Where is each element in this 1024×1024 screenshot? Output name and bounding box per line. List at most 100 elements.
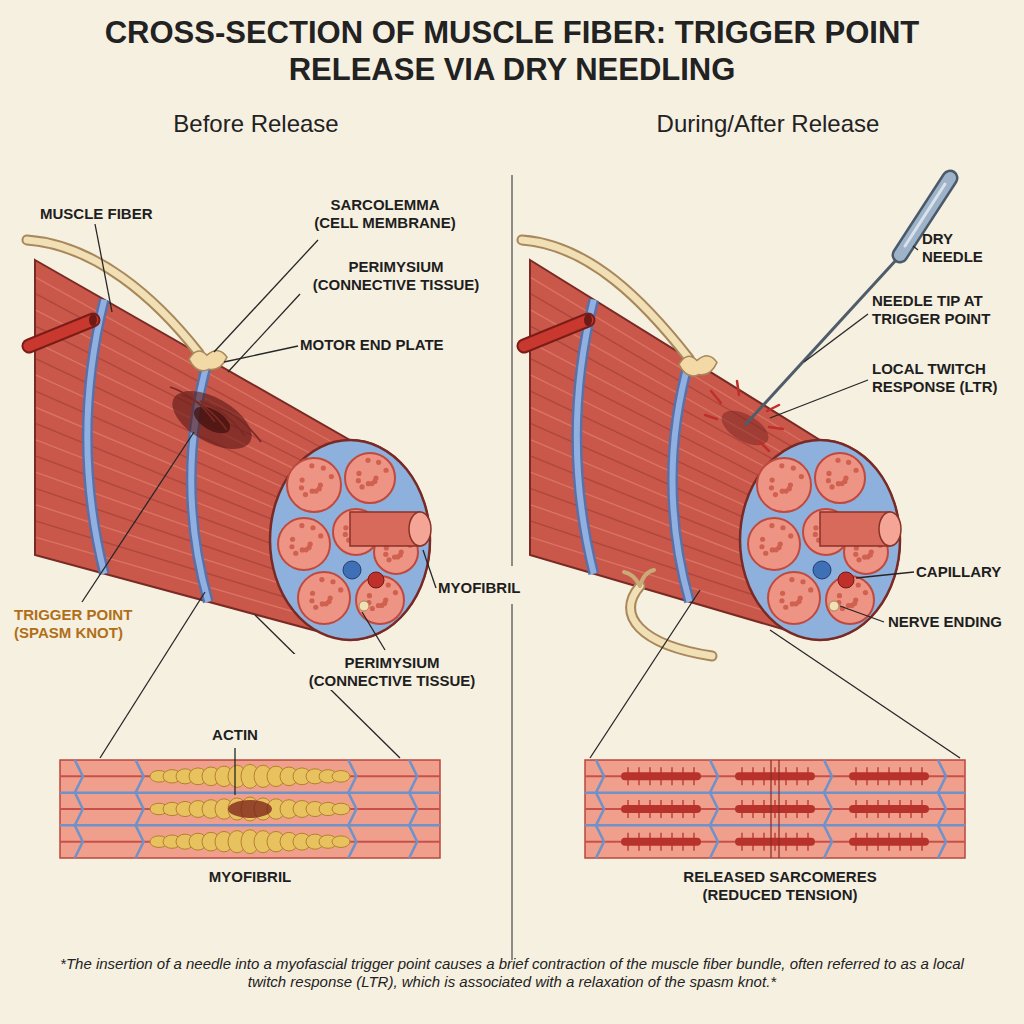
myofibril-dot: [376, 603, 381, 608]
myofibril-dot: [393, 590, 398, 595]
myofibril-dot: [788, 533, 793, 538]
cross-bridge: [752, 833, 753, 851]
z-line: [596, 760, 604, 793]
diagram-title: CROSS-SECTION OF MUSCLE FIBER: TRIGGER P…: [62, 14, 962, 88]
twitch-mark: [737, 381, 739, 395]
part-label: MOTOR END PLATE: [300, 336, 500, 354]
cross-bridge: [921, 767, 922, 785]
cross-bridge: [682, 833, 683, 851]
cross-bridge: [638, 767, 639, 785]
vein-section: [813, 561, 831, 579]
myofibril-dot: [799, 474, 804, 479]
twitch-mark: [705, 415, 717, 419]
myofibril-dot: [829, 484, 834, 489]
myofibril-dot: [780, 591, 785, 596]
myofibril-dot: [846, 460, 851, 465]
cross-bridge: [910, 800, 911, 818]
myofibril-dot: [835, 458, 840, 463]
myofibril-dot: [780, 525, 785, 530]
part-label: CAPILLARY: [916, 563, 1016, 581]
fascicle: [278, 518, 330, 570]
leader-lines: [82, 224, 960, 795]
cross-bridge: [649, 767, 650, 785]
needle-shaft: [745, 259, 897, 425]
leader-line: [913, 246, 918, 250]
myofibril-dot: [310, 591, 315, 596]
knot-wrinkle: [216, 407, 261, 442]
panel-heading: Before Release: [96, 110, 416, 139]
z-line: [75, 825, 83, 858]
leader-line: [214, 240, 318, 352]
myofibril-dot: [779, 598, 784, 603]
myofibril-dot: [321, 466, 326, 471]
z-line: [136, 825, 144, 858]
cross-bridge: [741, 800, 742, 818]
cross-bridge: [888, 800, 889, 818]
myofibril-dot: [783, 605, 788, 610]
myofibril-end: [409, 512, 431, 546]
leader-line: [840, 606, 884, 622]
fascicle: [757, 458, 811, 512]
myofibril-dot: [763, 551, 768, 556]
myofibril-dot: [290, 537, 295, 542]
panel-divider: [512, 175, 513, 960]
cross-bridge: [763, 767, 764, 785]
nerve: [522, 240, 689, 358]
z-line: [710, 825, 718, 858]
cross-bridge: [877, 767, 878, 785]
nerve: [631, 586, 712, 656]
myofibril-dot: [383, 552, 388, 557]
part-label: MUSCLE FIBER: [40, 205, 200, 223]
divider-line: [511, 175, 513, 566]
nerve-branch: [624, 570, 654, 586]
myofibril-dot: [383, 468, 388, 473]
myofibril-dot: [856, 557, 861, 562]
part-label: RELEASED SARCOMERES (REDUCED TENSION): [655, 868, 905, 904]
part-label: PERIMYSIUM (CONNECTIVE TISSUE): [296, 258, 496, 294]
cross-bridge: [877, 833, 878, 851]
z-line: [938, 825, 946, 858]
fiber-body: [530, 260, 900, 640]
z-line: [409, 793, 417, 826]
fascicle: [748, 518, 800, 570]
perimysium-band: [87, 300, 104, 574]
fiber-body: [35, 260, 430, 640]
cross-bridge: [785, 767, 786, 785]
fascicle: [768, 572, 820, 624]
myofibril-dot: [309, 463, 314, 468]
leader-line: [423, 550, 436, 588]
part-label: SARCOLEMMA (CELL MEMBRANE): [310, 196, 460, 232]
cross-bridge: [774, 767, 775, 785]
leader-line: [362, 612, 385, 650]
cross-bridge: [682, 767, 683, 785]
cross-bridge: [796, 833, 797, 851]
z-boundary: [585, 824, 965, 827]
cross-bridge: [921, 833, 922, 851]
myofibril-dot: [863, 590, 868, 595]
z-line: [824, 793, 832, 826]
myofibril-dot: [800, 579, 805, 584]
cross-bridge: [660, 833, 661, 851]
cross-bridge: [693, 767, 694, 785]
myofibril-dot: [813, 525, 818, 530]
cross-bridge: [899, 833, 900, 851]
myofibril-dot: [392, 554, 397, 559]
nerve: [631, 586, 712, 656]
capillary-section: [368, 572, 384, 588]
capillary-section: [838, 572, 854, 588]
z-line: [75, 793, 83, 826]
nerve: [27, 240, 199, 353]
myofibril-dot: [343, 532, 348, 537]
z-line: [136, 793, 144, 826]
perimysium-band: [673, 359, 690, 602]
contracted-sarcomeres: [60, 760, 440, 858]
fascicle: [287, 458, 341, 512]
cross-bridge: [888, 767, 889, 785]
released-point: [716, 404, 774, 453]
cross-bridge: [807, 833, 808, 851]
perimysium-band: [87, 300, 104, 574]
twitch-mark: [767, 405, 779, 411]
cross-bridge: [649, 833, 650, 851]
myofibril-dot: [365, 458, 370, 463]
cross-bridge: [649, 800, 650, 818]
